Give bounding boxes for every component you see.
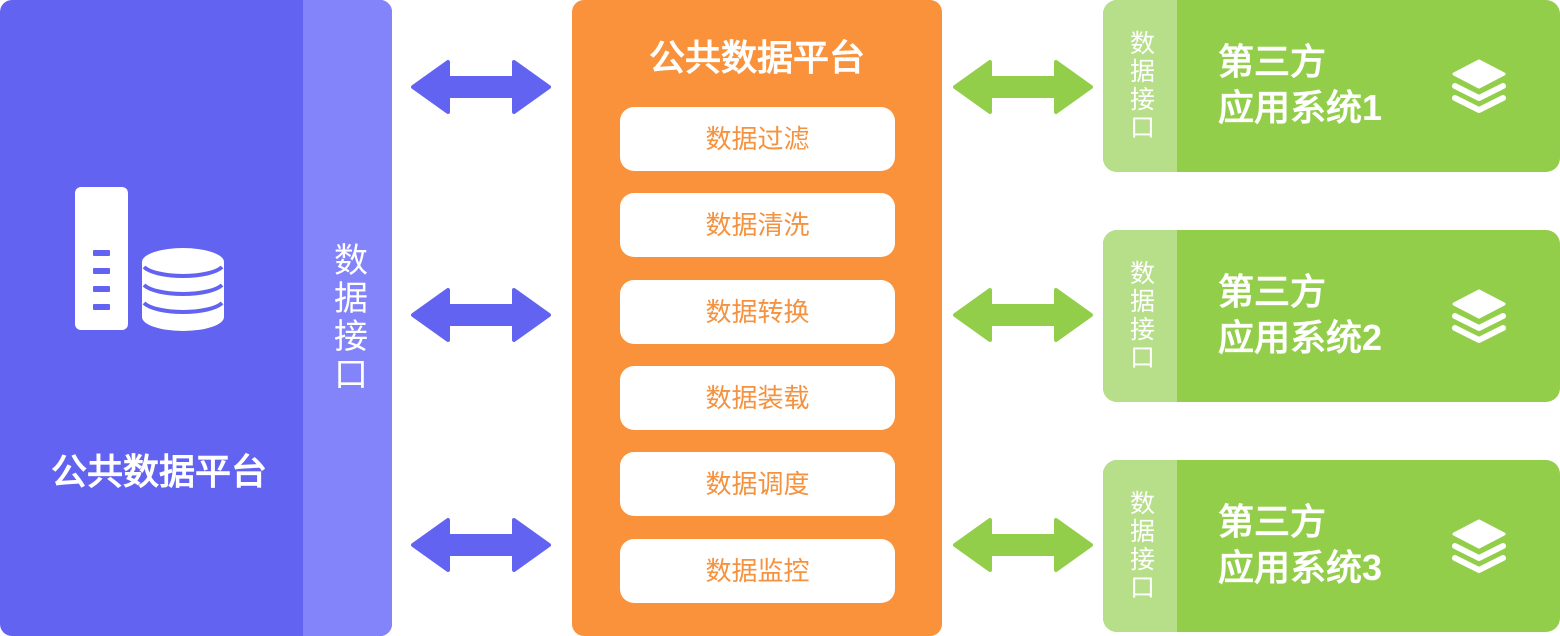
source-platform-panel: 公共数据平台 数据接口 xyxy=(0,0,392,636)
server-icon xyxy=(75,187,128,330)
double-arrow-icon xyxy=(411,288,551,342)
app-interface-label: 数据接口 xyxy=(1126,30,1155,142)
third-party-app-panel-3: 数据接口 第三方 应用系统3 xyxy=(1103,460,1560,632)
app-name-line1: 第三方 xyxy=(1218,271,1327,312)
source-interface-strip: 数据接口 xyxy=(303,0,392,636)
third-party-app-panel-1: 数据接口 第三方 应用系统1 xyxy=(1103,0,1560,172)
app-name-line2: 应用系统2 xyxy=(1218,317,1383,358)
layers-icon xyxy=(1452,59,1506,113)
step-data-cleansing: 数据清洗 xyxy=(620,193,895,257)
double-arrow-icon xyxy=(953,288,1093,342)
double-arrow-icon xyxy=(953,60,1093,114)
app-name-line2: 应用系统3 xyxy=(1218,547,1383,588)
third-party-app-panel-2: 数据接口 第三方 应用系统2 xyxy=(1103,230,1560,402)
step-data-transform: 数据转换 xyxy=(620,280,895,344)
source-interface-label: 数据接口 xyxy=(328,242,367,394)
double-arrow-icon xyxy=(953,518,1093,572)
app-interface-strip: 数据接口 xyxy=(1103,0,1177,172)
double-arrow-icon xyxy=(411,60,551,114)
processing-platform-panel: 公共数据平台 数据过滤 数据清洗 数据转换 数据装载 数据调度 数据监控 xyxy=(572,0,942,636)
double-arrow-icon xyxy=(411,518,551,572)
app-interface-strip: 数据接口 xyxy=(1103,460,1177,632)
app-name-line2: 应用系统1 xyxy=(1218,87,1383,128)
layers-icon xyxy=(1452,289,1506,343)
app-interface-label: 数据接口 xyxy=(1126,260,1155,372)
layers-icon xyxy=(1452,519,1506,573)
app-interface-strip: 数据接口 xyxy=(1103,230,1177,402)
step-data-scheduling: 数据调度 xyxy=(620,452,895,516)
app-name-line1: 第三方 xyxy=(1218,501,1327,542)
step-data-load: 数据装载 xyxy=(620,366,895,430)
app-interface-label: 数据接口 xyxy=(1126,490,1155,602)
database-icon xyxy=(142,248,224,331)
app-name-line1: 第三方 xyxy=(1218,41,1327,82)
step-data-monitoring: 数据监控 xyxy=(620,539,895,603)
step-data-filter: 数据过滤 xyxy=(620,107,895,171)
source-platform-title: 公共数据平台 xyxy=(50,451,267,492)
processing-platform-title: 公共数据平台 xyxy=(648,37,865,78)
